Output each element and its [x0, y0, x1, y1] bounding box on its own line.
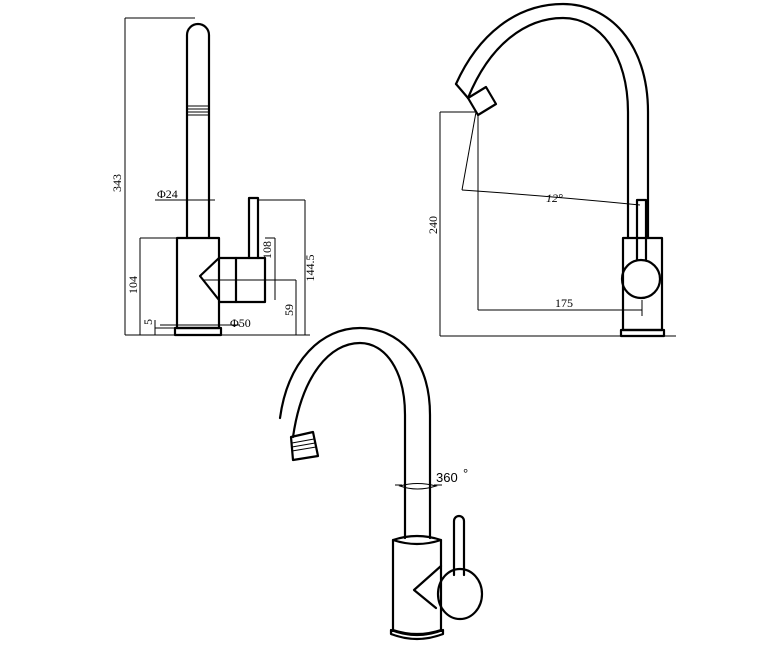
persp-spout-inner — [278, 326, 432, 540]
perspective-view: 360 ° — [278, 326, 484, 641]
persp-body — [391, 534, 443, 636]
front-base — [619, 328, 666, 338]
dim-degree-mark: ° — [463, 466, 468, 481]
front-body — [621, 236, 664, 332]
dim-lever-axis-height: 59 — [282, 304, 296, 316]
front-outlet — [466, 85, 498, 117]
side-view: 343 Φ24 108 144.5 104 59 5 Φ50 — [110, 17, 317, 337]
dim-overall-body: 144.5 — [303, 255, 317, 282]
dim-swivel-angle: 360 — [436, 470, 458, 485]
dim-height-total: 343 — [110, 174, 124, 192]
persp-outlet — [289, 430, 320, 462]
persp-base — [389, 628, 445, 641]
side-spout-tube — [185, 22, 211, 240]
dim-spout-reach: 175 — [555, 296, 573, 310]
dim-base-thickness: 5 — [141, 319, 155, 325]
dim-body-height: 104 — [126, 276, 140, 294]
dim-base-diameter: Φ50 — [230, 316, 251, 330]
dim-spout-diameter: Φ24 — [157, 187, 178, 201]
persp-spout-outer — [291, 341, 407, 540]
persp-lever — [452, 514, 466, 577]
dim-lever-height: 108 — [260, 241, 274, 259]
front-lever-cap — [620, 258, 662, 300]
front-spout-outer — [466, 16, 630, 240]
side-body — [175, 236, 238, 330]
side-aerator — [187, 105, 209, 116]
front-lever — [635, 198, 648, 262]
side-dimensions — [124, 17, 310, 336]
persp-swivel-ring — [398, 483, 438, 490]
side-base — [173, 326, 223, 337]
front-dimensions — [439, 111, 676, 337]
dim-spout-tilt: 12° — [546, 191, 563, 205]
dim-spout-height: 240 — [426, 216, 440, 234]
persp-lever-boss — [412, 564, 443, 610]
front-view: 240 12° 175 — [426, 2, 676, 338]
persp-lever-cap — [436, 567, 484, 621]
front-spout-inner — [454, 2, 650, 240]
